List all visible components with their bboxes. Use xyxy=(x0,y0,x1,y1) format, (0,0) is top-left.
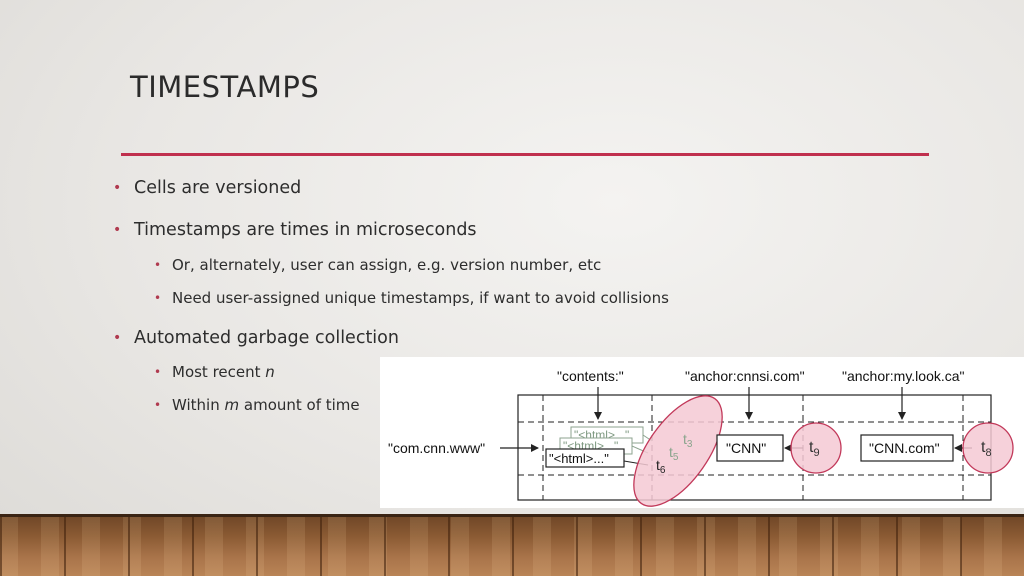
cell-cnn-box xyxy=(716,434,784,462)
timestamp-highlight-circle xyxy=(962,422,1014,474)
bullet-dot-icon: • xyxy=(154,258,162,272)
bullet-text-variable: n xyxy=(265,363,275,381)
bullet-dot-icon: • xyxy=(154,398,162,412)
bigtable-diagram: "contents:" "anchor:cnnsi.com" "anchor:m… xyxy=(388,368,1014,507)
bullet-dot-icon: • xyxy=(154,291,162,305)
cell-cnncom-box xyxy=(860,434,954,462)
bullet-text-post: amount of time xyxy=(239,396,360,414)
timestamp-t3: t3 xyxy=(683,431,693,450)
sub-bullet-user-assign: • Or, alternately, user can assign, e.g.… xyxy=(154,256,602,274)
column-label-anchor-mylook: "anchor:my.look.ca" xyxy=(842,368,965,384)
bullet-dot-icon: • xyxy=(154,365,162,379)
bigtable-figure: "contents:" "anchor:cnnsi.com" "anchor:m… xyxy=(380,357,1024,508)
sub-bullet-within-time: • Within m amount of time xyxy=(154,396,360,414)
column-label-contents: "contents:" xyxy=(557,368,624,384)
timestamp-t9: t9 xyxy=(809,439,820,459)
bullet-dot-icon: • xyxy=(113,222,122,238)
slide-title: TIMESTAMPS xyxy=(130,70,320,104)
bullet-dot-icon: • xyxy=(113,330,122,346)
wood-floor-decoration xyxy=(0,514,1024,576)
row-key-label: "com.cnn.www" xyxy=(388,440,485,456)
timestamp-highlight-circle xyxy=(790,422,842,474)
bullet-text: Or, alternately, user can assign, e.g. v… xyxy=(172,256,602,274)
bullet-timestamps: • Timestamps are times in microseconds xyxy=(113,220,477,240)
bullet-text-pre: Most recent xyxy=(172,363,266,381)
bullet-text: Timestamps are times in microseconds xyxy=(134,220,477,240)
bullet-text-pre: Within xyxy=(172,396,225,414)
bullet-cells-versioned: • Cells are versioned xyxy=(113,178,302,198)
timestamp-highlight-ellipse xyxy=(633,395,723,507)
column-label-anchor-cnnsi: "anchor:cnnsi.com" xyxy=(685,368,805,384)
cell-cnncom-value: "CNN.com" xyxy=(869,440,940,456)
timestamp-t5: t5 xyxy=(669,444,679,463)
timestamp-t6: t6 xyxy=(656,457,666,476)
bullet-garbage-collection: • Automated garbage collection xyxy=(113,328,399,348)
sub-bullet-unique-timestamps: • Need user-assigned unique timestamps, … xyxy=(154,289,669,307)
version-box-t6 xyxy=(545,448,625,468)
timestamp-t8: t8 xyxy=(981,439,992,459)
version-value-t6: "<html>..." xyxy=(549,451,609,466)
title-divider xyxy=(121,153,929,156)
bullet-text-variable: m xyxy=(224,396,240,414)
bullet-text: Cells are versioned xyxy=(134,178,302,198)
bullet-text: Need user-assigned unique timestamps, if… xyxy=(172,289,669,307)
cell-cnn-value: "CNN" xyxy=(726,440,766,456)
bullet-dot-icon: • xyxy=(113,180,122,196)
bullet-text: Automated garbage collection xyxy=(134,328,399,348)
sub-bullet-most-recent: • Most recent n xyxy=(154,363,275,381)
